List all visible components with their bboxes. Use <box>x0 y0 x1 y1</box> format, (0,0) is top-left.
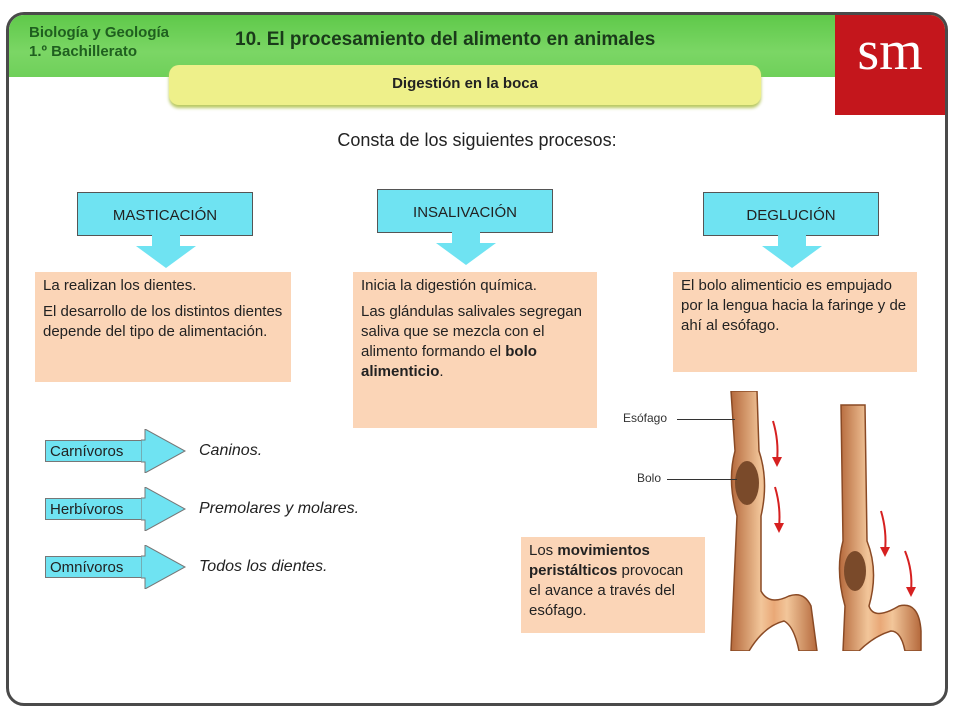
paragraph: La realizan los dientes. <box>43 277 197 294</box>
diet-omnivoros: Omnívoros <box>45 545 187 589</box>
diet-carnivoros: Carnívoros <box>45 429 187 473</box>
leader-line <box>667 479 737 480</box>
label-esofago: Esófago <box>623 411 668 425</box>
peristalsis-caption: Los movimientos peristálticos provocan e… <box>521 537 705 633</box>
masticacion-description: La realizan los dientes. El desarrollo d… <box>35 272 291 382</box>
bold-term: bolo alimenticio <box>361 343 537 380</box>
diet-herbivoros: Herbívoros <box>45 487 187 531</box>
process-title: INSALIVACIÓN <box>377 189 553 233</box>
right-arrow-icon <box>141 429 187 473</box>
section-tab: Digestión en la boca <box>169 65 761 105</box>
diet-label: Herbívoros <box>45 498 145 520</box>
process-insalivacion: INSALIVACIÓN <box>377 189 555 265</box>
paragraph: El desarrollo de los distintos dientes d… <box>43 303 283 340</box>
right-arrow-icon <box>141 545 187 589</box>
slide-frame: Biología y Geología 1.º Bachillerato 10.… <box>6 12 948 706</box>
paragraph: Las glándulas salivales segregan saliva … <box>361 302 589 382</box>
deglucion-description: El bolo alimenticio es empujado por la l… <box>673 272 917 372</box>
diet-label: Carnívoros <box>45 440 145 462</box>
text-run: Los <box>529 542 558 559</box>
diet-label: Omnívoros <box>45 556 145 578</box>
intro-text: Consta de los siguientes procesos: <box>337 130 617 150</box>
sm-logo: sm <box>835 15 945 115</box>
text-run: provocan el avance a través del esófago. <box>529 562 684 619</box>
unit-title: 10. El procesamiento del alimento en ani… <box>235 29 656 50</box>
down-arrow-icon <box>136 246 196 268</box>
text-run: . <box>439 363 444 380</box>
esophagus-illustration <box>730 391 922 651</box>
process-masticacion: MASTICACIÓN <box>77 192 255 268</box>
process-title: MASTICACIÓN <box>77 192 253 236</box>
paragraph: El bolo alimenticio es empujado por la l… <box>681 277 907 334</box>
right-arrow-icon <box>141 487 187 531</box>
teeth-carnivoros: Caninos. <box>199 442 263 459</box>
process-title: DEGLUCIÓN <box>703 192 879 236</box>
down-arrow-icon <box>436 243 496 265</box>
section-title: Digestión en la boca <box>392 75 538 92</box>
course-level: 1.º Bachillerato <box>29 43 138 60</box>
logo-text: sm <box>857 20 923 82</box>
process-deglucion: DEGLUCIÓN <box>703 192 881 268</box>
bold-term: movimientos peristálticos <box>529 542 650 579</box>
leader-line <box>677 419 735 420</box>
label-bolo: Bolo <box>637 471 662 485</box>
down-arrow-icon <box>762 246 822 268</box>
subject-name: Biología y Geología <box>29 24 170 41</box>
teeth-herbivoros: Premolares y molares. <box>199 500 360 517</box>
text-run: Las glándulas salivales segregan saliva … <box>361 303 582 360</box>
insalivacion-description: Inicia la digestión química. Las glándul… <box>353 272 597 428</box>
teeth-omnivoros: Todos los dientes. <box>199 558 328 575</box>
paragraph: Inicia la digestión química. <box>361 277 537 294</box>
subject-label: Biología y Geología 1.º Bachillerato <box>29 23 169 61</box>
